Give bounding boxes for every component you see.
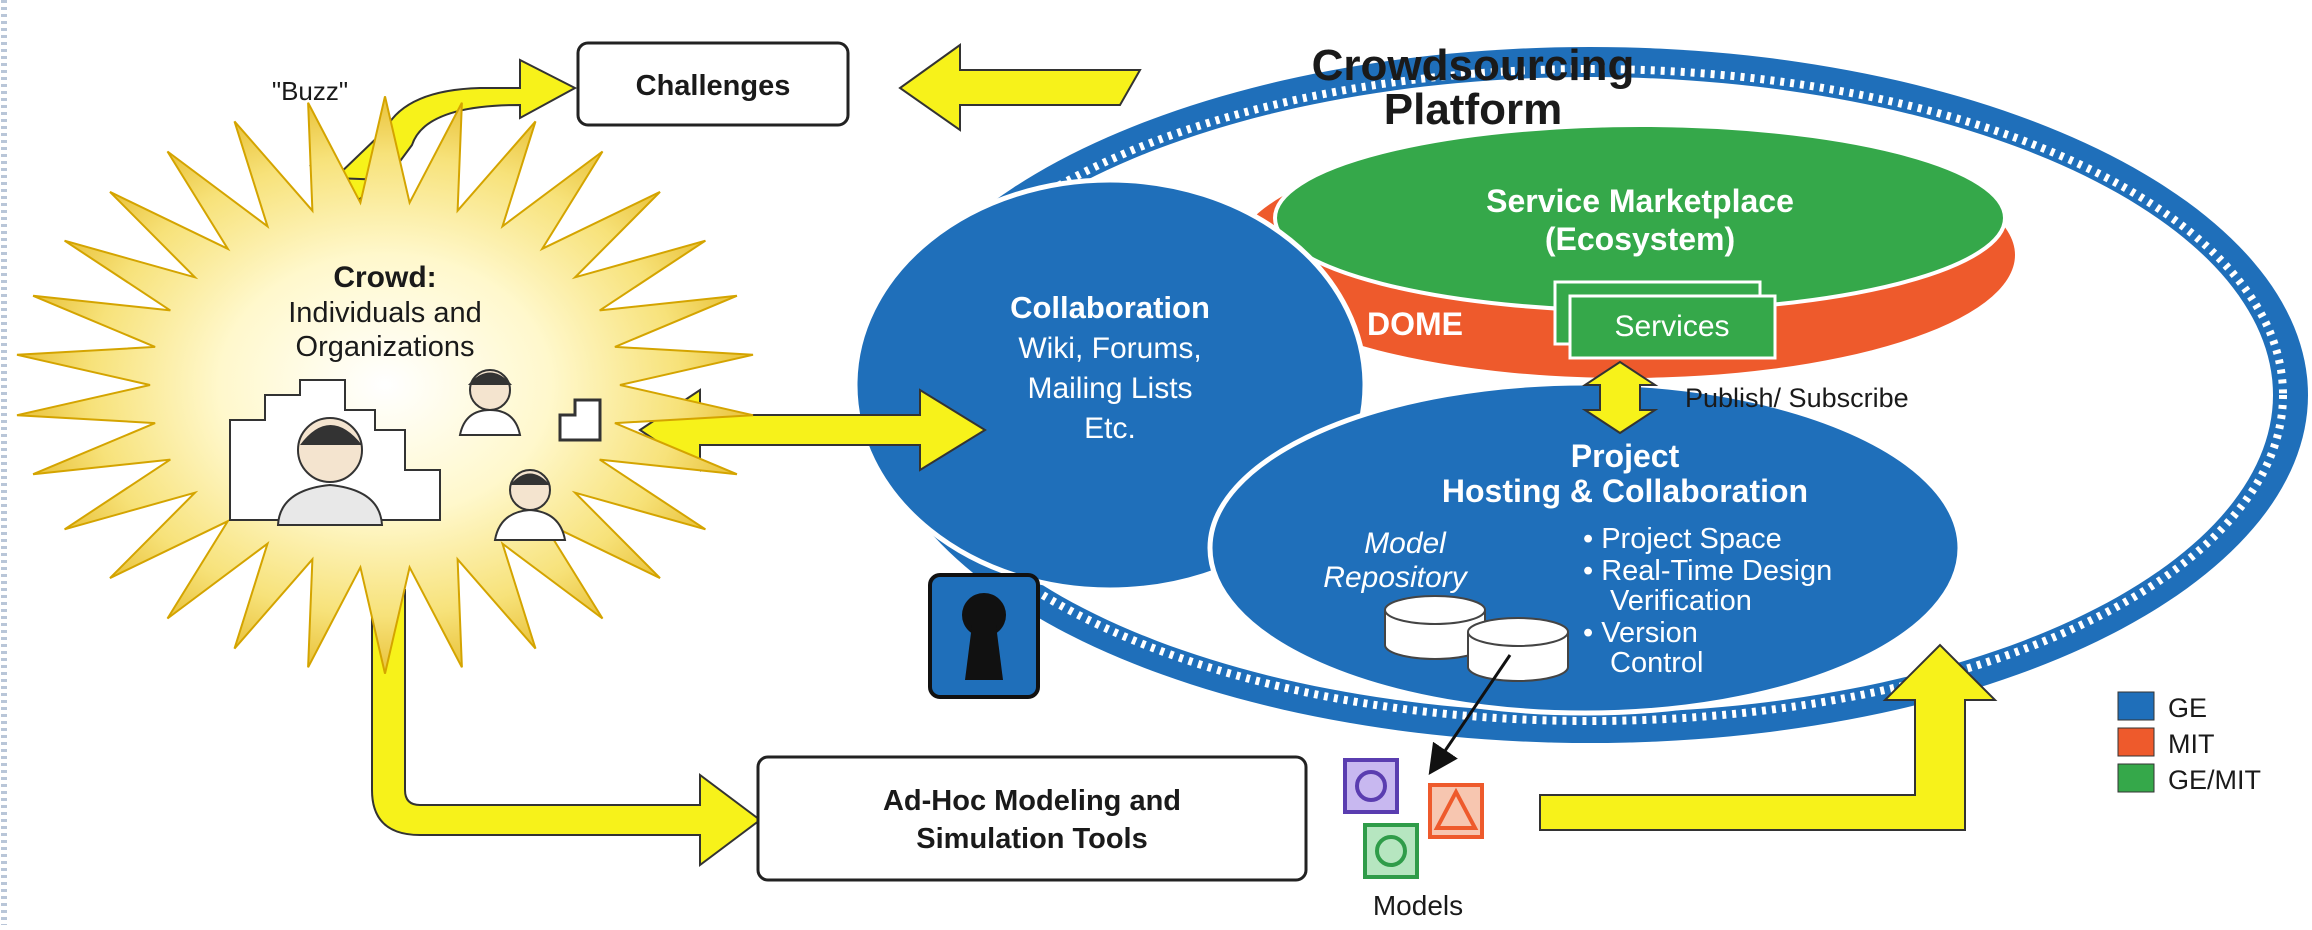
legend-label-mit: MIT [2168,729,2215,759]
collaboration-line1: Wiki, Forums, [1018,332,1201,365]
database-icon [1384,595,1569,682]
challenges-box [576,41,850,127]
buzz-label: "Buzz" [272,76,348,106]
lock-icon [928,573,1040,699]
platform-title-line1: Crowdsourcing [1312,41,1635,90]
services-box [1553,280,1777,360]
legend-swatch-mit [2117,727,2155,757]
publish-subscribe-arrow [1581,360,1659,435]
crowd-line1: Individuals and [288,297,481,329]
adhoc-line1: Ad-Hoc Modeling and [883,785,1181,817]
project-title-line2: Hosting & Collaboration [1442,473,1808,509]
repository-to-models-arrow [1428,654,1512,775]
marketplace-line2: (Ecosystem) [1545,221,1735,257]
challenges-label: Challenges [636,70,791,102]
crowd-line2: Organizations [296,331,475,363]
project-bullet-4: • Version [1583,617,1698,649]
publish-subscribe-label: Publish/ Subscribe [1685,383,1909,413]
marketplace-line1: Service Marketplace [1486,183,1794,219]
legend-label-ge: GE [2168,693,2207,723]
adhoc-line2: Simulation Tools [916,823,1147,855]
legend-label-ge-mit: GE/MIT [2168,765,2261,795]
collaboration-line3: Etc. [1084,412,1136,445]
legend: GE MIT GE/MIT [2117,691,2261,795]
services-label: Services [1614,310,1729,343]
dome-label: DOME [1367,306,1463,342]
project-title-line1: Project [1571,438,1680,474]
collaboration-line2: Mailing Lists [1027,372,1192,405]
arrow-platform-to-challenges [898,43,1142,132]
adhoc-tools-box [756,755,1308,882]
models-icon [1343,758,1484,879]
crowd-title: Crowd: [333,261,436,294]
project-bullet-5: Control [1610,647,1704,679]
project-bullet-3: Verification [1610,585,1752,617]
crowd-starburst [16,96,754,674]
model-repository-line2: Repository [1323,561,1468,594]
models-label: Models [1373,890,1463,921]
arrow-models-to-platform [1539,643,1998,831]
model-repository-line1: Model [1364,527,1447,560]
collaboration-title: Collaboration [1010,290,1210,325]
legend-swatch-ge-mit [2117,763,2155,793]
crowd-people-illustration [229,369,602,541]
arrow-crowd-to-adhoc [371,589,762,867]
platform-title-line2: Platform [1384,85,1562,134]
project-bullet-2: • Real-Time Design [1583,555,1832,587]
project-bullet-1: • Project Space [1583,523,1782,555]
legend-swatch-ge [2117,691,2155,721]
